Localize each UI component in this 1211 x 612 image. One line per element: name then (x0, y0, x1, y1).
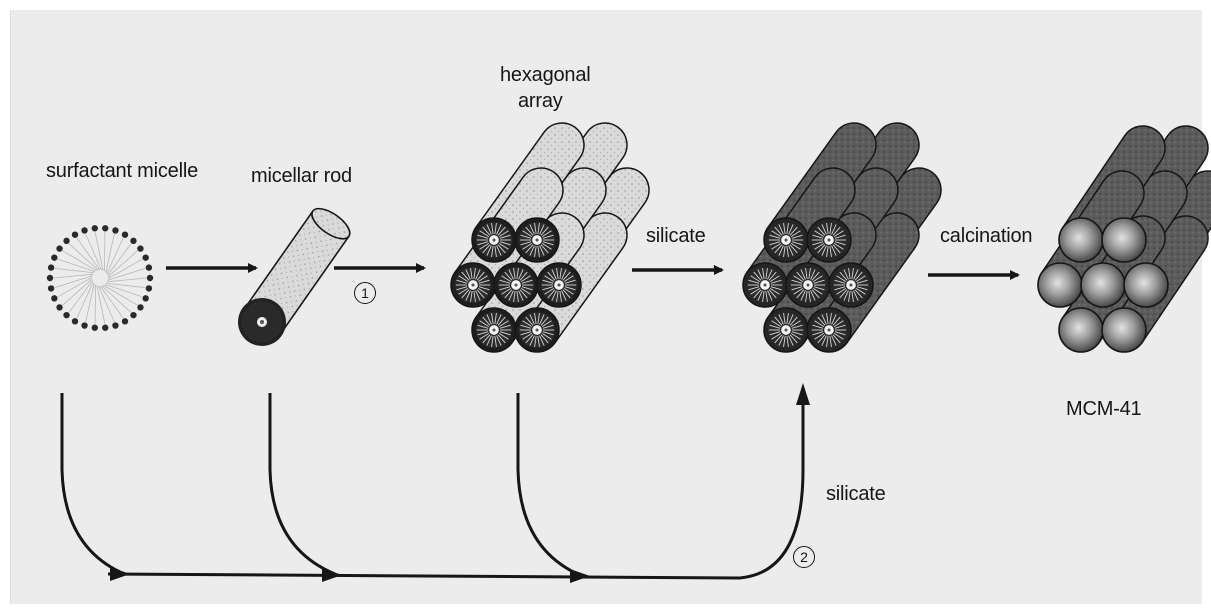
micellar-rod-face-icon (238, 298, 286, 346)
label-micellar-rod: micellar rod (251, 165, 352, 188)
route2-arrowhead-up (796, 383, 810, 405)
route2-arrowhead-1 (110, 567, 130, 581)
label-surfactant-micelle: surfactant micelle (46, 160, 198, 183)
label-hexagonal: hexagonal (500, 64, 591, 87)
mcm41-icon (1038, 126, 1211, 352)
route2-arrowhead-3 (570, 569, 590, 583)
route-2-pathway (62, 393, 803, 578)
route2-branch-micelle (62, 393, 120, 572)
route2-branch-rod (270, 393, 335, 574)
label-array: array (518, 90, 563, 113)
route2-main-line (108, 393, 803, 578)
route-1-marker: 1 (354, 282, 376, 304)
label-mcm41: MCM-41 (1066, 398, 1141, 421)
silicate-array-icon (743, 123, 941, 352)
hexagonal-array-icon (451, 123, 649, 352)
route2-branch-array (518, 393, 582, 576)
label-calcination: calcination (940, 225, 1032, 248)
route-2-marker: 2 (793, 546, 815, 568)
label-silicate-bottom: silicate (826, 483, 886, 506)
label-silicate-top: silicate (646, 225, 706, 248)
route2-arrowhead-2 (322, 568, 342, 582)
surfactant-micelle-icon (47, 225, 153, 331)
